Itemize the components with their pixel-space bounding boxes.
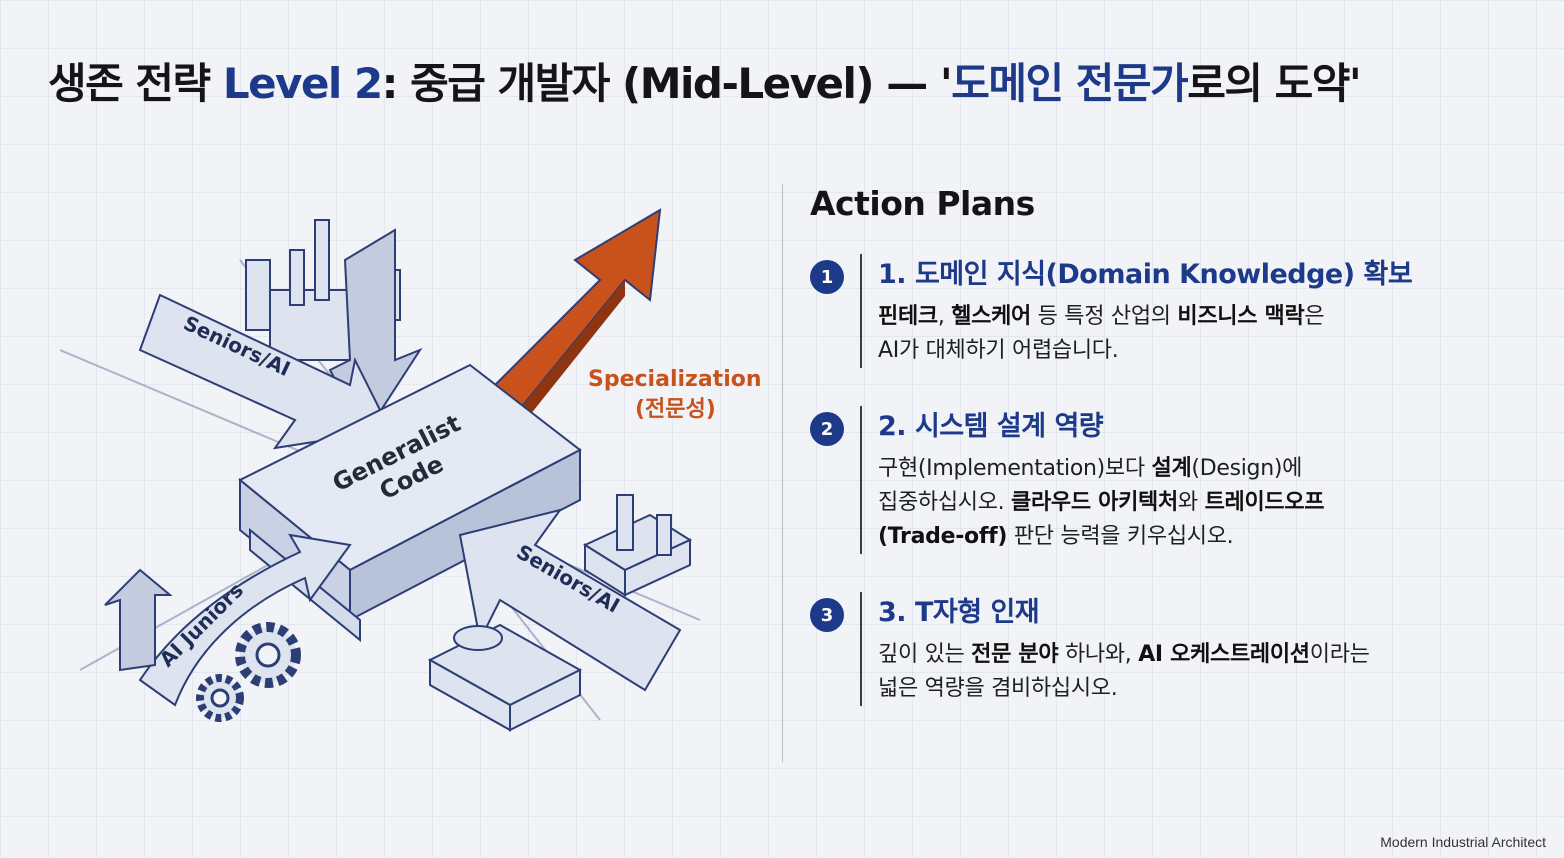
emph-text: AI 오케스트레이션: [1138, 642, 1310, 667]
body-text: 은: [1304, 304, 1325, 329]
body-text: 와: [1177, 490, 1205, 515]
title-prefix: 생존 전략: [48, 59, 223, 108]
action-plan-item-1: 1 1. 도메인 지식(Domain Knowledge) 확보 핀테크, 헬스…: [810, 254, 1510, 368]
action-plans-panel: Action Plans 1 1. 도메인 지식(Domain Knowledg…: [810, 180, 1510, 744]
label-specialization: Specialization: [588, 367, 762, 392]
emph-text: 설계: [1151, 456, 1192, 481]
action-plan-item-3: 3 3. T자형 인재 깊이 있는 전문 분야 하나와, AI 오케스트레이션이…: [810, 592, 1510, 706]
body-text: 넓은 역량을 겸비하십시오.: [878, 676, 1118, 701]
column-divider: [782, 184, 783, 762]
ai-juniors-arrow: [138, 533, 352, 707]
item-heading: 1. 도메인 지식(Domain Knowledge) 확보: [878, 259, 1413, 290]
small-up-arrow: [104, 568, 173, 672]
body-text: 등 특정 산업의: [1030, 304, 1178, 329]
label-specialization-ko: (전문성): [635, 397, 716, 422]
body-text: 하나와,: [1058, 642, 1139, 667]
emph-text: 전문 분야: [971, 642, 1059, 667]
item-rule: [860, 592, 862, 706]
body-text: ,: [937, 304, 952, 329]
emph-text: 트레이드오프: [1204, 490, 1325, 515]
body-text: 깊이 있는: [878, 642, 972, 667]
step-badge-2: 2: [810, 412, 844, 446]
small-factory-icon: [582, 494, 693, 597]
title-level: Level 2: [222, 59, 383, 108]
body-text: 이라는: [1309, 642, 1370, 667]
step-badge-3: 3: [810, 598, 844, 632]
emph-text: 핀테크: [878, 304, 938, 329]
action-plan-item-2: 2 2. 시스템 설계 역량 구현(Implementation)보다 설계(D…: [810, 406, 1510, 554]
item-rule: [860, 254, 862, 368]
specialization-arrow: [488, 208, 662, 417]
gear-icon: [196, 622, 301, 722]
body-text: 구현(Implementation)보다: [878, 456, 1152, 481]
emph-text: 비즈니스 맥락: [1177, 304, 1305, 329]
emph-text: 헬스케어: [951, 304, 1031, 329]
step-badge-1: 1: [810, 260, 844, 294]
body-text: AI가 대체하기 어렵습니다.: [878, 338, 1119, 363]
action-plans-title: Action Plans: [810, 184, 1035, 223]
item-body: 구현(Implementation)보다 설계(Design)에 집중하십시오.…: [878, 452, 1510, 554]
item-body: 핀테크, 헬스케어 등 특정 산업의 비즈니스 맥락은 AI가 대체하기 어렵습…: [878, 300, 1510, 368]
item-heading: 3. T자형 인재: [878, 597, 1040, 628]
title-mid: : 중급 개발자 (Mid-Level) — ': [381, 59, 953, 108]
emph-text: 클라우드 아키텍처: [1011, 490, 1178, 515]
machine-icon: [427, 623, 583, 732]
slide-title: 생존 전략 Level 2: 중급 개발자 (Mid-Level) — '도메인…: [48, 50, 1528, 111]
footer-brand: Modern Industrial Architect: [1380, 834, 1546, 850]
body-text: 판단 능력을 키우십시오.: [1007, 524, 1234, 549]
item-body: 깊이 있는 전문 분야 하나와, AI 오케스트레이션이라는 넓은 역량을 겸비…: [878, 638, 1510, 706]
item-heading: 2. 시스템 설계 역량: [878, 411, 1104, 442]
body-text: (Design)에: [1191, 456, 1303, 481]
title-emphasis: 도메인 전문가: [951, 59, 1188, 108]
title-suffix: 로의 도약': [1187, 59, 1362, 108]
specialization-illustration: Seniors/AI Seniors/AI AI Juniors General…: [60, 208, 762, 732]
emph-text: (Trade-off): [878, 524, 1008, 549]
body-text: 집중하십시오.: [878, 490, 1012, 515]
item-rule: [860, 406, 862, 554]
